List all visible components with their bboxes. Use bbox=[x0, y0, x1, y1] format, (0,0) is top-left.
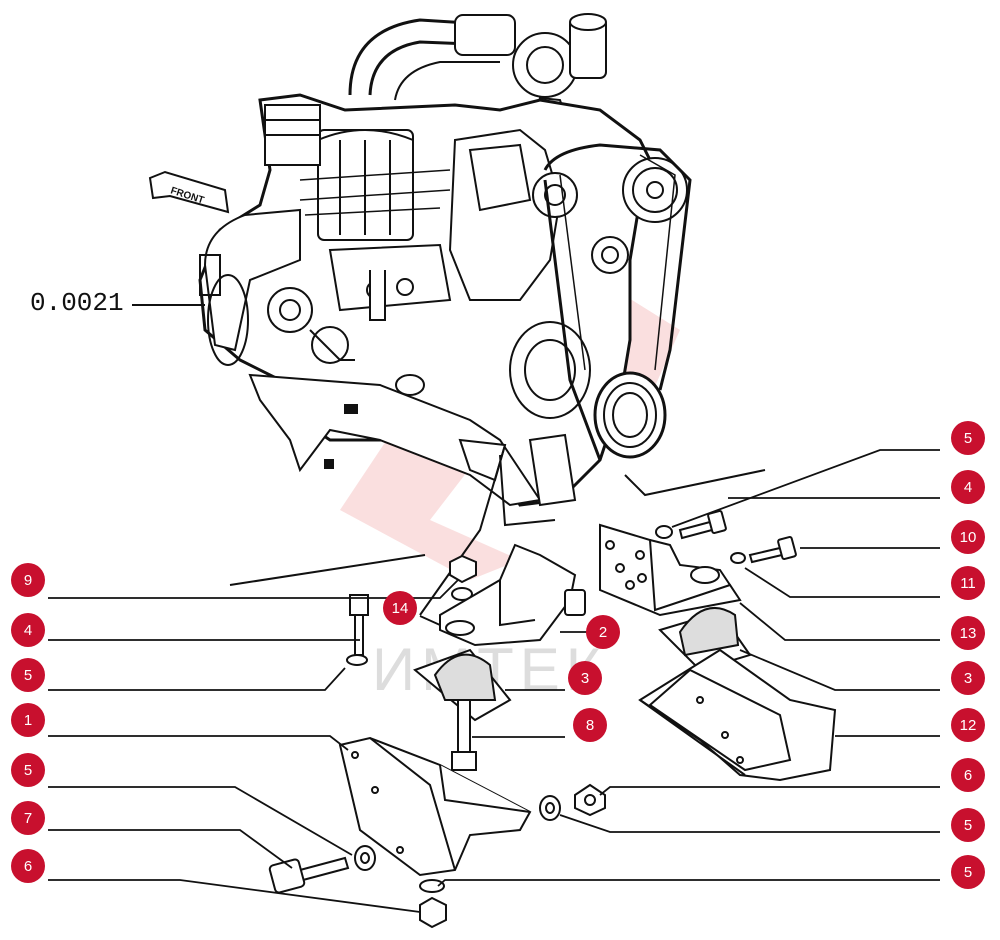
engine-drawing bbox=[198, 13, 692, 507]
callout-number: 11 bbox=[960, 575, 976, 592]
callout-number: 14 bbox=[392, 600, 409, 617]
callout-badge: 5 bbox=[11, 658, 45, 692]
callout-number: 3 bbox=[581, 670, 589, 687]
front-direction-arrow: FRONT bbox=[148, 170, 230, 214]
callout-badge: 2 bbox=[586, 615, 620, 649]
callout-number: 8 bbox=[586, 717, 594, 734]
callout-number: 5 bbox=[964, 430, 972, 447]
callout-number: 6 bbox=[964, 767, 972, 784]
callout-number: 9 bbox=[24, 572, 32, 589]
callout-number: 1 bbox=[24, 712, 32, 729]
callout-badge: 5 bbox=[11, 753, 45, 787]
callout-badge: 11 bbox=[951, 566, 985, 600]
callout-badge: 4 bbox=[11, 613, 45, 647]
callout-badge: 6 bbox=[11, 849, 45, 883]
callout-badge: 12 bbox=[951, 708, 985, 742]
callout-number: 5 bbox=[964, 864, 972, 881]
callout-number: 10 bbox=[960, 529, 977, 546]
callout-badge: 13 bbox=[951, 616, 985, 650]
left-callouts: 9 4 5 1 5 7 6 bbox=[11, 563, 45, 883]
callout-number: 5 bbox=[24, 667, 32, 684]
callout-number: 3 bbox=[964, 670, 972, 687]
callout-badge: 10 bbox=[951, 520, 985, 554]
reference-number: 0.0021 bbox=[30, 288, 124, 318]
callout-number: 4 bbox=[24, 622, 32, 639]
callout-badge: 5 bbox=[951, 855, 985, 889]
callout-number: 12 bbox=[960, 717, 977, 734]
callout-badge: 8 bbox=[573, 708, 607, 742]
right-callouts: 5 4 10 11 13 3 12 6 5 5 bbox=[951, 421, 985, 889]
inner-callouts: 14 2 3 8 bbox=[383, 591, 620, 742]
callout-badge: 4 bbox=[951, 470, 985, 504]
callout-number: 2 bbox=[599, 624, 607, 641]
callout-number: 6 bbox=[24, 858, 32, 875]
callout-badge: 7 bbox=[11, 801, 45, 835]
callout-number: 13 bbox=[960, 625, 977, 642]
callout-number: 7 bbox=[24, 810, 32, 827]
right-mount-parts bbox=[539, 509, 837, 821]
callout-badge: 3 bbox=[951, 661, 985, 695]
engine-guide-lines bbox=[229, 444, 766, 616]
callout-badge: 14 bbox=[383, 591, 417, 625]
leader-lines bbox=[48, 449, 940, 913]
callout-number: 5 bbox=[964, 817, 972, 834]
left-mount-parts bbox=[268, 543, 586, 929]
callout-number: 5 bbox=[24, 762, 32, 779]
callout-badge: 5 bbox=[951, 808, 985, 842]
callout-badge: 1 bbox=[11, 703, 45, 737]
callout-badge: 3 bbox=[568, 661, 602, 695]
callout-badge: 6 bbox=[951, 758, 985, 792]
callout-number: 4 bbox=[964, 479, 972, 496]
callout-badge: 5 bbox=[951, 421, 985, 455]
callout-badge: 9 bbox=[11, 563, 45, 597]
